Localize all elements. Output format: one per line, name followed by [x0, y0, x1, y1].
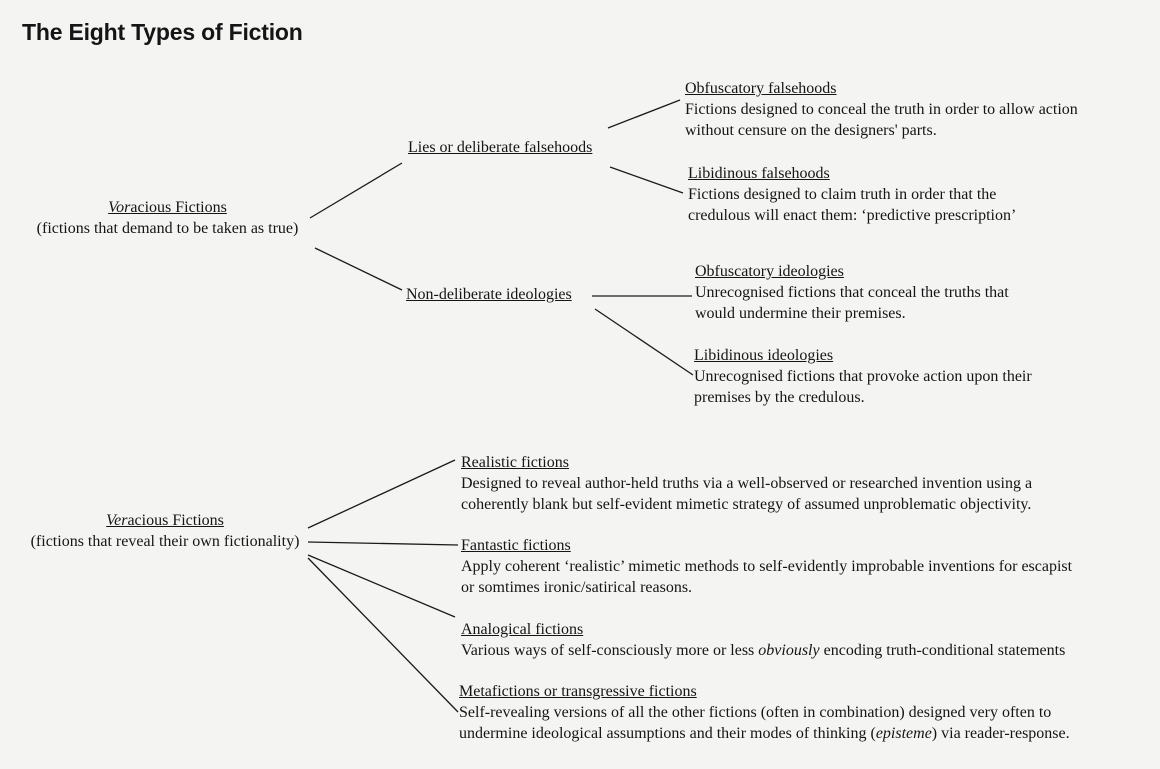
metafictions: Metafictions or transgressive fictions S…: [459, 681, 1070, 744]
veracious-heading: Veracious Fictions: [16, 510, 314, 531]
leaf-text: Unrecognised fictions that conceal the t…: [695, 284, 1009, 301]
leaf-text: Various ways of self-consciously more or…: [461, 640, 1065, 661]
leaf-heading: Realistic fictions: [461, 454, 569, 471]
voracious-heading: Voracious Fictions: [20, 197, 315, 218]
text-part: ) via reader-response.: [931, 725, 1070, 742]
fantastic-fictions: Fantastic fictions Apply coherent ‘reali…: [461, 535, 1072, 598]
leaf-text: credulous will enact them: ‘predictive p…: [688, 207, 1017, 224]
connector-line: [594, 308, 694, 376]
veracious-node: Veracious Fictions (fictions that reveal…: [16, 510, 314, 552]
leaf-text: undermine ideological assumptions and th…: [459, 723, 1070, 744]
text-part: Various ways of self-consciously more or…: [461, 642, 759, 659]
leaf-heading: Analogical fictions: [461, 621, 584, 638]
leaf-text: Self-revealing versions of all the other…: [459, 704, 1052, 721]
heading-prefix: Vor: [108, 199, 131, 216]
leaf-text: coherently blank but self-evident mimeti…: [461, 496, 1032, 513]
branch-ideologies: Non-deliberate ideologies: [406, 286, 572, 303]
branch-lies: Lies or deliberate falsehoods: [408, 139, 593, 156]
connector-line: [307, 541, 459, 546]
heading-rest: acious Fictions: [127, 512, 224, 529]
connector-line: [309, 162, 403, 219]
leaf-heading: Libidinous ideologies: [694, 347, 834, 364]
connector-line: [314, 247, 403, 291]
connector-line: [307, 557, 459, 713]
leaf-heading: Metafictions or transgressive fictions: [459, 683, 697, 700]
leaf-text: Fictions designed to claim truth in orde…: [688, 186, 997, 203]
text-emphasis: episteme: [875, 725, 932, 742]
analogical-fictions: Analogical fictions Various ways of self…: [461, 619, 1065, 661]
connector-line: [307, 554, 456, 618]
voracious-subtitle: (fictions that demand to be taken as tru…: [36, 220, 299, 237]
heading-rest: acious Fictions: [130, 199, 227, 216]
text-part: encoding truth-conditional statements: [819, 642, 1066, 659]
leaf-text: Apply coherent ‘realistic’ mimetic metho…: [461, 558, 1073, 575]
leaf-heading: Obfuscatory falsehoods: [685, 80, 837, 97]
leaf-heading: Fantastic fictions: [461, 537, 571, 554]
heading-prefix: Ver: [106, 512, 128, 529]
page-title: The Eight Types of Fiction: [22, 19, 303, 45]
text-emphasis: obviously: [758, 642, 820, 659]
leaf-text: Unrecognised fictions that provoke actio…: [694, 368, 1032, 385]
leaf-heading: Libidinous falsehoods: [688, 165, 830, 182]
leaf-text: premises by the credulous.: [694, 389, 865, 406]
connector-line: [307, 459, 456, 529]
libidinous-falsehoods: Libidinous falsehoods Fictions designed …: [688, 163, 1016, 226]
leaf-text: Fictions designed to conceal the truth i…: [685, 101, 1078, 118]
voracious-node: Voracious Fictions (fictions that demand…: [20, 197, 315, 239]
leaf-text: Designed to reveal author-held truths vi…: [461, 475, 1033, 492]
text-part: undermine ideological assumptions and th…: [459, 725, 876, 742]
leaf-text: without censure on the designers' parts.: [685, 122, 937, 139]
leaf-heading: Obfuscatory ideologies: [695, 263, 844, 280]
obfuscatory-falsehoods: Obfuscatory falsehoods Fictions designed…: [685, 78, 1078, 141]
leaf-text: or somtimes ironic/satirical reasons.: [461, 579, 693, 596]
obfuscatory-ideologies: Obfuscatory ideologies Unrecognised fict…: [695, 261, 1009, 324]
leaf-text: would undermine their premises.: [695, 305, 906, 322]
realistic-fictions: Realistic fictions Designed to reveal au…: [461, 452, 1032, 515]
connector-line: [607, 99, 681, 129]
veracious-subtitle: (fictions that reveal their own fictiona…: [30, 533, 300, 550]
libidinous-ideologies: Libidinous ideologies Unrecognised ficti…: [694, 345, 1032, 408]
connector-line: [609, 166, 684, 194]
